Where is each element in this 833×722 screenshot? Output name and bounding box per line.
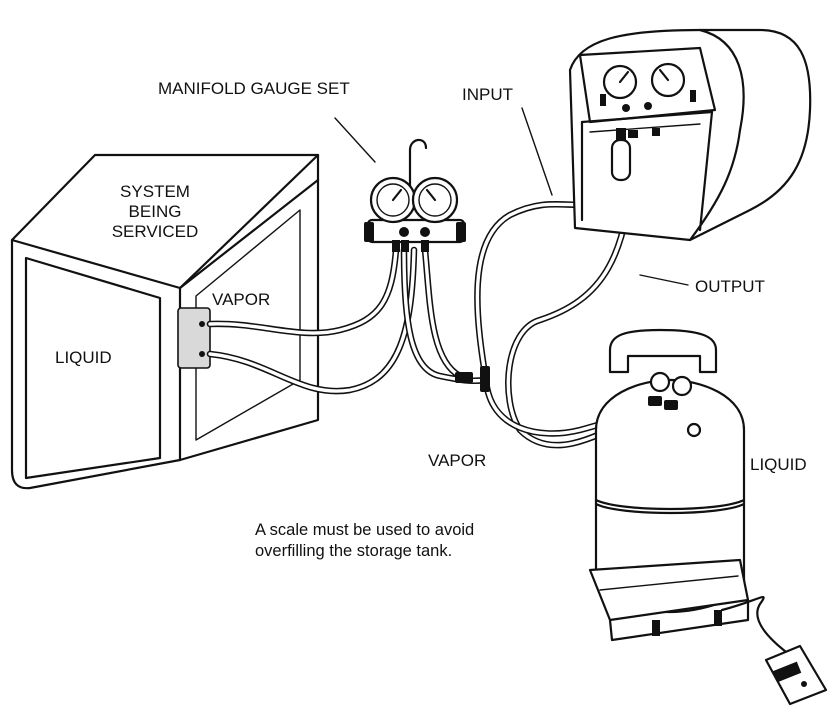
system-label: SYSTEM BEING SERVICED	[100, 182, 210, 242]
storage-tank	[594, 328, 746, 614]
scale-readout	[720, 596, 828, 706]
system-liquid-label: LIQUID	[55, 348, 112, 367]
system-label-line-3: SERVICED	[111, 222, 199, 241]
manifold-gauge-set	[364, 138, 466, 252]
input-label: INPUT	[462, 85, 513, 104]
manifold-gauge-set-label: MANIFOLD GAUGE SET	[158, 79, 350, 98]
system-label-line-1: SYSTEM	[120, 182, 190, 201]
system-vapor-label: VAPOR	[212, 290, 271, 309]
output-label: OUTPUT	[695, 277, 765, 296]
system-label-line-2: BEING	[128, 202, 182, 221]
leader-lines	[334, 107, 689, 286]
tank-liquid-label: LIQUID	[750, 455, 807, 474]
scale	[588, 558, 750, 642]
scale-note: A scale must be used to avoid overfillin…	[255, 521, 475, 560]
tank-vapor-label: VAPOR	[428, 451, 487, 470]
recovery-machine	[568, 28, 812, 242]
hoses	[206, 136, 664, 449]
system-unit	[10, 153, 320, 490]
